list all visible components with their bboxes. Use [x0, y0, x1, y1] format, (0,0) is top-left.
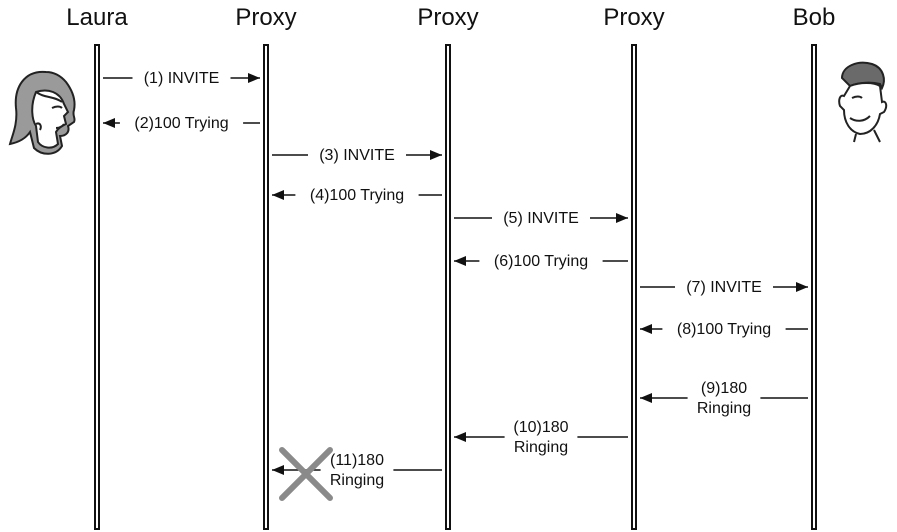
- message-label: (6)100 Trying: [494, 253, 588, 270]
- arrowhead: [454, 256, 466, 266]
- woman-face-icon: [6, 66, 86, 161]
- arrowhead: [272, 190, 284, 200]
- message-label: (10)180: [513, 419, 568, 436]
- message-label: (4)100 Trying: [310, 187, 404, 204]
- message-label: (7) INVITE: [686, 279, 762, 296]
- message-4: (4)100 Trying: [272, 187, 442, 204]
- message-label: (2)100 Trying: [134, 115, 228, 132]
- message-label: (8)100 Trying: [677, 321, 771, 338]
- message-3: (3) INVITE: [272, 147, 442, 164]
- message-8: (8)100 Trying: [640, 321, 808, 338]
- message-1: (1) INVITE: [103, 70, 260, 87]
- message-label: (1) INVITE: [144, 70, 220, 87]
- message-6: (6)100 Trying: [454, 253, 628, 270]
- arrowhead: [616, 213, 628, 223]
- arrowhead: [248, 73, 260, 83]
- message-label: Ringing: [697, 400, 751, 417]
- message-5: (5) INVITE: [454, 210, 628, 227]
- message-label: (5) INVITE: [503, 210, 579, 227]
- message-label: (11)180: [330, 452, 384, 469]
- man-face-icon: [828, 58, 892, 144]
- arrowhead: [796, 282, 808, 292]
- message-label: Ringing: [514, 439, 568, 456]
- message-label: (3) INVITE: [319, 147, 395, 164]
- message-2: (2)100 Trying: [103, 115, 260, 132]
- arrowhead: [430, 150, 442, 160]
- arrowhead: [454, 432, 466, 442]
- arrowhead: [640, 393, 652, 403]
- message-label: (9)180: [701, 380, 747, 397]
- message-7: (7) INVITE: [640, 279, 808, 296]
- arrowhead: [103, 118, 115, 128]
- x-mark-icon: [276, 444, 336, 504]
- message-label: Ringing: [330, 472, 384, 489]
- arrowhead: [640, 324, 652, 334]
